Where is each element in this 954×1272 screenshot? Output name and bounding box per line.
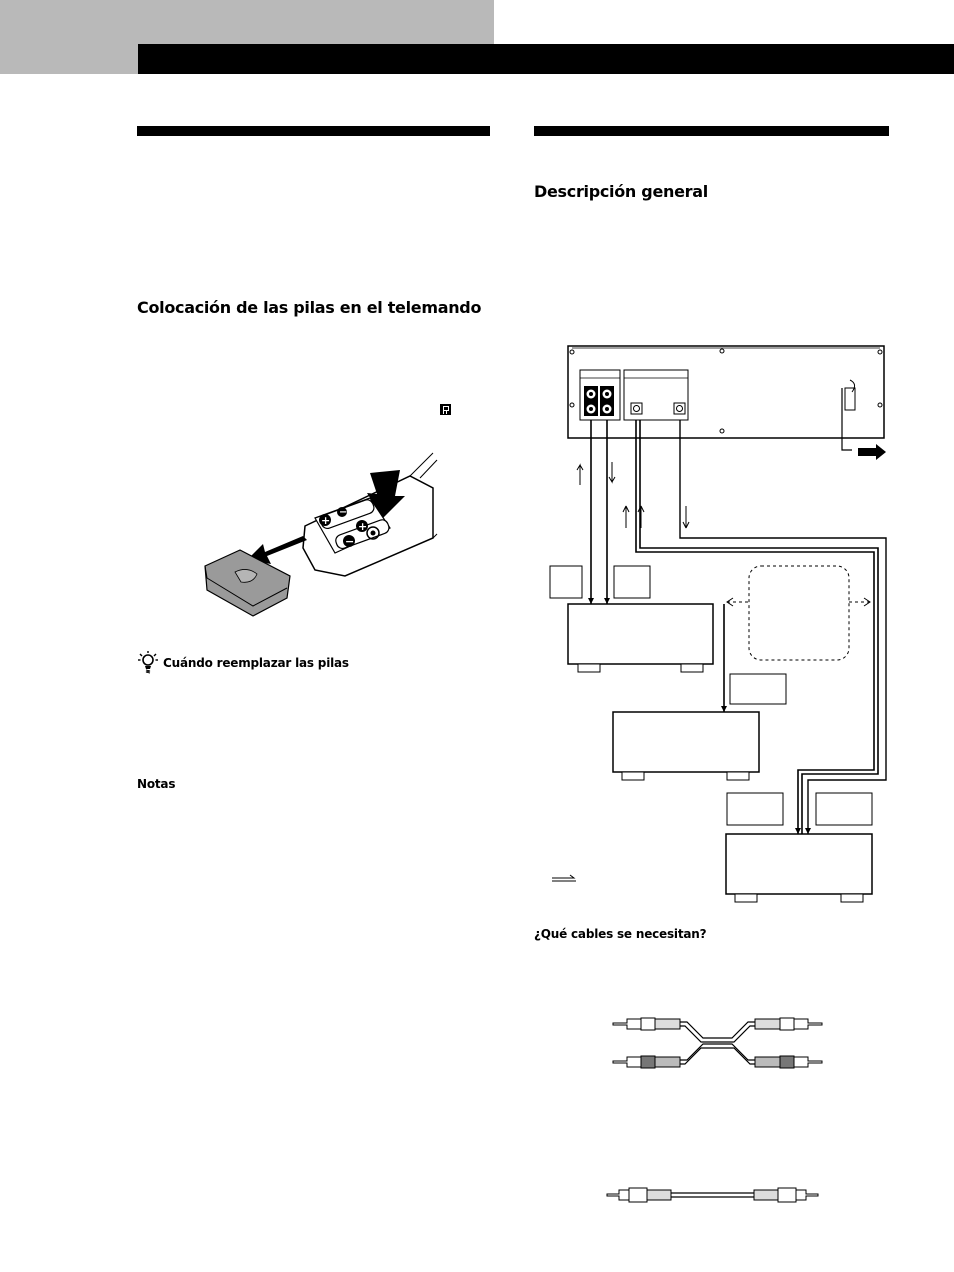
battery-cover — [204, 549, 291, 617]
battery-2: − + — [335, 519, 390, 550]
right-section-rule — [534, 126, 889, 136]
second-device — [612, 711, 760, 781]
signal-flow-legend-icon — [552, 874, 576, 882]
svg-text:−: − — [339, 507, 347, 518]
battery-section-heading: Colocación de las pilas en el telemando — [137, 298, 482, 317]
tip-title: Cuándo reemplazar las pilas — [163, 656, 349, 670]
slide-arrow-icon — [247, 536, 307, 564]
left-section-rule — [137, 126, 490, 136]
header-black-band — [138, 44, 954, 74]
third-device — [725, 833, 873, 903]
audio-connecting-cord-illustration — [612, 1017, 823, 1069]
svg-text:−: − — [345, 535, 354, 548]
amplifier-device — [567, 603, 714, 673]
overview-heading: Descripción general — [534, 182, 708, 201]
remote-symbol-icon — [440, 404, 451, 415]
svg-text:+: + — [321, 514, 330, 527]
optional-device-dashed — [726, 565, 871, 661]
unit-rear-panel — [567, 345, 886, 460]
notes-title: Notas — [137, 777, 176, 791]
digital-cord-illustration — [606, 1187, 819, 1203]
battery-insertion-illustration: + − − + — [204, 452, 438, 617]
cables-question: ¿Qué cables se necesitan? — [534, 927, 707, 941]
push-arrow-icon — [367, 470, 405, 518]
connection-diagram — [549, 345, 887, 903]
lightbulb-tip-icon — [138, 651, 158, 674]
svg-text:+: + — [358, 520, 367, 533]
battery-1: + − — [319, 499, 375, 530]
